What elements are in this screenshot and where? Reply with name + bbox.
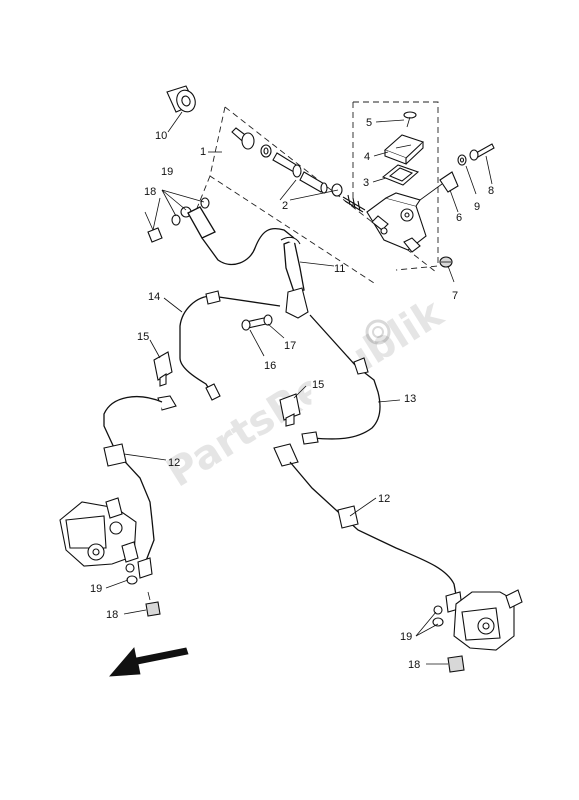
reservoir-assembly-outline bbox=[352, 101, 439, 271]
part-bolt-8 bbox=[469, 143, 495, 161]
part-pipe-clip-right bbox=[279, 393, 301, 427]
part-reservoir-screw bbox=[403, 111, 417, 128]
callout-2: 2 bbox=[282, 200, 288, 212]
callout-18-top: 18 bbox=[144, 186, 156, 198]
part-left-caliper bbox=[59, 497, 139, 567]
part-brake-pipe-14 bbox=[179, 290, 281, 401]
callout-16: 16 bbox=[264, 360, 276, 372]
callout-4: 4 bbox=[364, 151, 370, 163]
part-washer-17 bbox=[263, 314, 273, 326]
part-upper-hose bbox=[187, 206, 309, 319]
callout-19-right: 19 bbox=[400, 631, 412, 643]
part-pipe-clip-left bbox=[153, 351, 173, 387]
gear-icon bbox=[365, 319, 391, 345]
part-boot bbox=[419, 171, 459, 201]
callout-10: 10 bbox=[155, 130, 167, 142]
leader-lines bbox=[105, 111, 493, 665]
part-master-cylinder-body bbox=[366, 192, 427, 253]
part-cap-7 bbox=[439, 256, 453, 268]
callout-5: 5 bbox=[366, 117, 372, 129]
callout-1: 1 bbox=[200, 146, 206, 158]
callout-12-right: 12 bbox=[378, 493, 390, 505]
part-brake-pipe-13 bbox=[301, 314, 381, 445]
part-bolt-18-right bbox=[447, 655, 465, 673]
callout-15-right: 15 bbox=[312, 379, 324, 391]
callout-18-right: 18 bbox=[408, 659, 420, 671]
callout-15-left: 15 bbox=[137, 331, 149, 343]
callout-14: 14 bbox=[148, 291, 160, 303]
part-washer-19-top bbox=[171, 197, 210, 226]
part-hose-12-left bbox=[103, 395, 177, 579]
part-washer-9 bbox=[457, 154, 467, 166]
callout-8: 8 bbox=[488, 185, 494, 197]
part-banjo-bolt bbox=[241, 317, 267, 331]
callout-11: 11 bbox=[334, 263, 345, 275]
part-washer-19-right bbox=[432, 605, 444, 627]
callout-17: 17 bbox=[284, 340, 296, 352]
part-bushing bbox=[166, 85, 196, 113]
part-diaphragm bbox=[381, 164, 420, 186]
part-reservoir-cap bbox=[383, 134, 425, 165]
callout-9: 9 bbox=[474, 201, 480, 213]
callout-7: 7 bbox=[452, 290, 458, 302]
front-direction-arrow-icon bbox=[109, 647, 189, 677]
callout-18-left: 18 bbox=[106, 609, 118, 621]
callout-19-left: 19 bbox=[90, 583, 102, 595]
part-right-caliper bbox=[453, 589, 523, 651]
callout-12-left: 12 bbox=[168, 457, 180, 469]
callout-19-top: 19 bbox=[161, 166, 173, 178]
part-piston-kit bbox=[231, 127, 366, 213]
part-bolt-18-left bbox=[145, 591, 161, 617]
callout-3: 3 bbox=[363, 177, 369, 189]
part-hose-12-right bbox=[273, 443, 463, 613]
part-bolt-18-top bbox=[144, 211, 163, 243]
callout-labels: 10 1 5 4 3 2 6 9 8 7 11 19 18 14 17 16 1… bbox=[90, 117, 494, 671]
callout-6: 6 bbox=[456, 212, 462, 224]
callout-13: 13 bbox=[404, 393, 416, 405]
part-washer-19-left bbox=[125, 563, 138, 585]
